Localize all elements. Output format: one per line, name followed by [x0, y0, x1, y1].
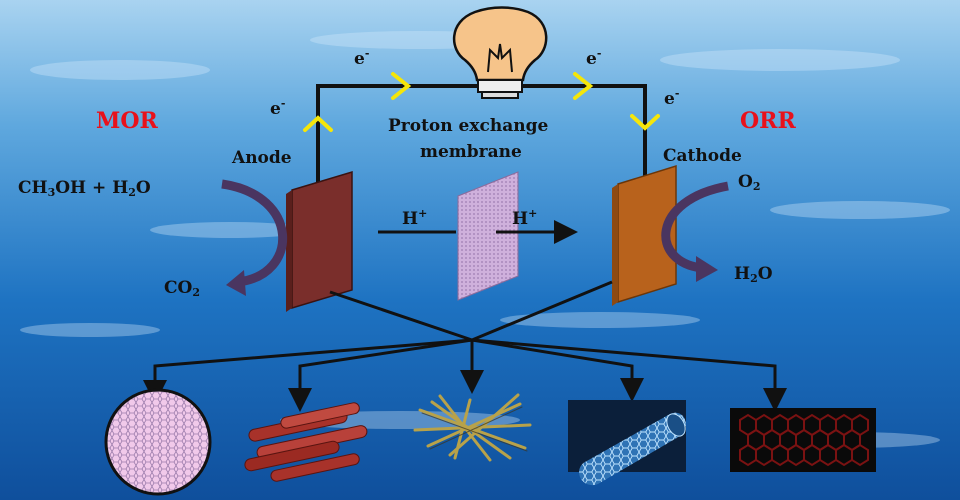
hexagon-lattice-icon [730, 408, 876, 472]
electron-label-left: e- [270, 97, 286, 119]
electron-flow-arrows [303, 72, 660, 132]
electron-arrow-up-left [303, 115, 333, 132]
anode-label: Anode [232, 148, 292, 168]
water-label: H2O [734, 264, 773, 285]
fiber-mesh-icon [413, 393, 532, 462]
electron-label-top-right: e- [586, 47, 602, 69]
electron-label-right: e- [664, 87, 680, 109]
membrane-label-line2: membrane [420, 142, 522, 162]
fiber-mesh-shadow [421, 406, 528, 452]
anode-reactant-label: CH3OH + H2O [18, 178, 151, 199]
orr-label: ORR [740, 108, 796, 134]
cathode-electrode [612, 164, 677, 306]
membrane-label-line1: Proton exchange [388, 116, 549, 136]
material-connector-lines [143, 280, 787, 412]
proton-label-right: H+ [512, 207, 538, 229]
rod-bundle-icon [244, 402, 368, 482]
anode-reaction-arrow [221, 179, 288, 296]
electron-arrow-top-right [573, 72, 594, 100]
anode-electrode [286, 170, 353, 312]
co2-label: CO2 [164, 278, 200, 299]
electron-label-top-left: e- [354, 47, 370, 69]
electron-arrow-top-left [391, 72, 412, 100]
light-bulb-icon [452, 6, 548, 99]
hexagonal-sheet-icon [104, 388, 212, 496]
cathode-reaction-arrow [661, 181, 729, 282]
proton-exchange-membrane [457, 171, 519, 301]
oxygen-label: O2 [738, 172, 761, 193]
mor-label: MOR [96, 108, 158, 134]
nanotube-icon [568, 400, 686, 486]
cathode-label: Cathode [663, 146, 742, 166]
proton-label-left: H+ [402, 207, 428, 229]
electron-arrow-down-right [630, 114, 660, 131]
